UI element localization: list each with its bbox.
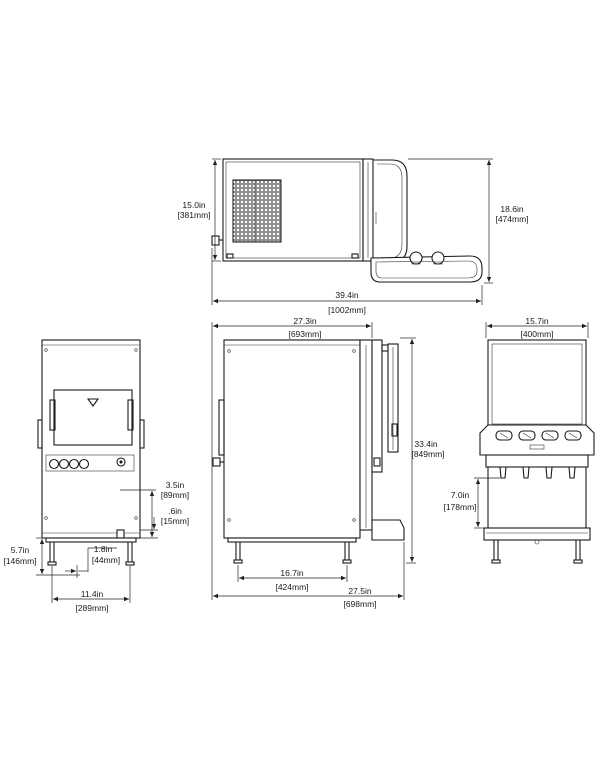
dim-rear-leg-height-mm: [146mm] — [3, 556, 36, 566]
side-view-drip-tray — [371, 519, 405, 541]
dim-side-depth-in: 27.3in — [293, 316, 316, 326]
dim-side-depth-mm: [693mm] — [288, 329, 321, 339]
dim-rear-drain-offset-mm: [15mm] — [161, 516, 189, 526]
condenser-grille — [232, 179, 282, 243]
dim-side-leg-spacing-mm: [424mm] — [275, 582, 308, 592]
drip-tray — [370, 255, 483, 283]
dim-top-depth-in: 15.0in — [182, 200, 205, 210]
water-connection-icon — [48, 458, 60, 470]
side-view-door — [371, 339, 383, 473]
nozzle-icon — [545, 466, 553, 479]
dim-rear-leg-spacing-in: 11.4in — [81, 589, 104, 599]
dim-rear-drain-height-in: 3.5in — [166, 480, 185, 490]
dim-side-leg-spacing-in: 16.7in — [280, 568, 303, 578]
dim-side-height-mm: [849mm] — [411, 449, 444, 459]
water-connection-icon — [58, 458, 70, 470]
front-view-merchandiser — [487, 339, 587, 426]
nozzle-icon — [499, 466, 507, 479]
dim-side-height-in: 33.4in — [414, 439, 437, 449]
dispense-nozzles — [499, 466, 576, 479]
water-connection-icon — [68, 458, 80, 470]
brand-logo — [529, 444, 545, 450]
side-view: 27.3in [693mm] 33.4in [849mm] 16.7in [42… — [211, 316, 445, 609]
dim-front-width-in: 15.7in — [525, 316, 548, 326]
dim-top-overall-width-mm: [1002mm] — [328, 305, 366, 315]
rear-access-panel — [53, 389, 133, 446]
warning-icon — [86, 398, 100, 407]
water-connection-icon — [78, 458, 90, 470]
top-view: 15.0in [381mm] 18.6in [474mm] 39.4in [10… — [177, 158, 529, 315]
rear-view-cabinet — [41, 339, 141, 539]
dim-top-overall-width-in: 39.4in — [335, 290, 358, 300]
dim-rear-drain-height-mm: [89mm] — [161, 490, 189, 500]
dispense-buttons — [495, 430, 582, 441]
dim-front-width-mm: [400mm] — [520, 329, 553, 339]
dim-top-depth-open-mm: [474mm] — [495, 214, 528, 224]
front-view: 15.7in [400mm] 7.0in [178mm] — [443, 316, 595, 564]
front-drip-tray — [483, 527, 591, 541]
dim-side-overall-depth-mm: [698mm] — [343, 599, 376, 609]
nozzle-icon — [522, 466, 530, 479]
drain-fitting — [116, 529, 125, 539]
side-view-cabinet — [223, 339, 361, 539]
dim-rear-drain-spacing-in: 1.8in — [94, 544, 113, 554]
dim-rear-drain-spacing-mm: [44mm] — [92, 555, 120, 565]
dim-rear-leg-height-in: 5.7in — [11, 545, 30, 555]
dim-top-depth-mm: [381mm] — [177, 210, 210, 220]
dim-front-nozzle-height-in: 7.0in — [451, 490, 470, 500]
dim-top-depth-open-in: 18.6in — [500, 204, 523, 214]
dim-rear-drain-offset-in: .6in — [168, 506, 182, 516]
dim-side-overall-depth-in: 27.5in — [348, 586, 371, 596]
water-inlet-fitting — [211, 235, 220, 246]
nozzle-icon — [568, 466, 576, 479]
rear-view: 3.5in [89mm] .6in [15mm] 5.7in [146mm] 1… — [3, 339, 189, 613]
dim-front-nozzle-height-mm: [178mm] — [443, 502, 476, 512]
dim-rear-leg-spacing-mm: [289mm] — [75, 603, 108, 613]
